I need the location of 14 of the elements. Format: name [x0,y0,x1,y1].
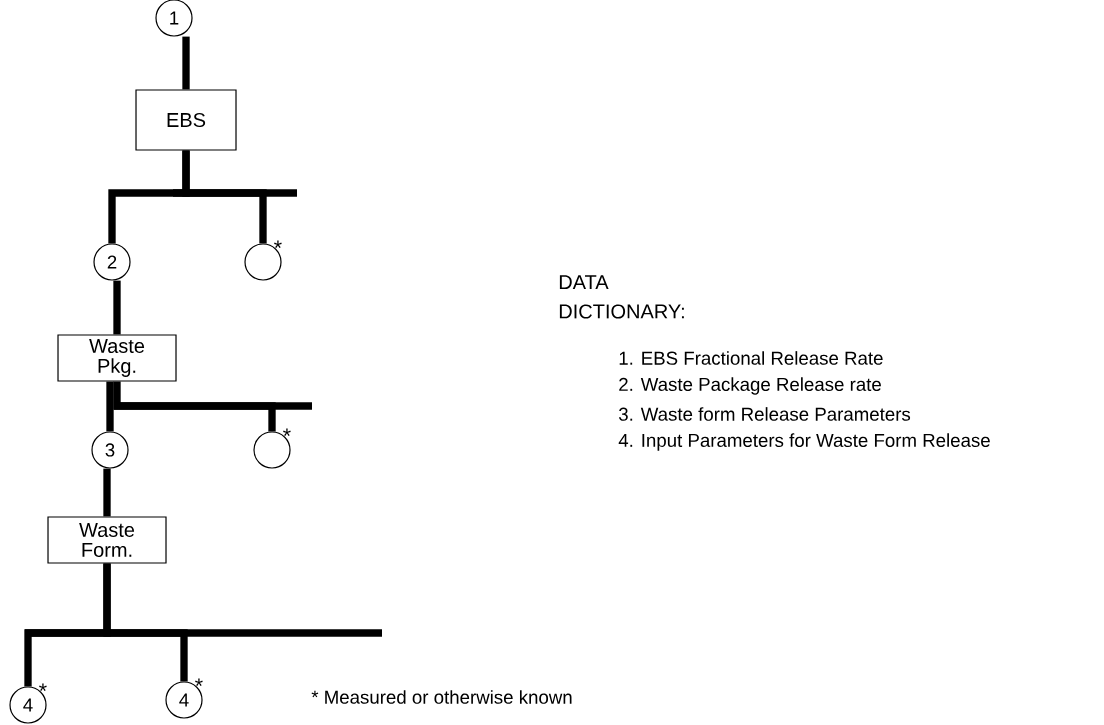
asterisk: * [283,428,291,437]
asterisk: * [274,240,282,249]
dictionary-entry: 2. Waste Package Release rate [619,377,881,395]
dictionary-entry: 1. EBS Fractional Release Rate [619,351,883,365]
asterisk: * [195,678,203,687]
asterisk: * [39,683,47,692]
dictionary-entry: 4. Input Parameters for Waste Form Release [618,433,990,451]
process-box: Waste Pkg. [57,334,177,382]
heading: DATA DICTIONARY: [559,275,684,319]
dictionary-entry: 3. Waste form Release Parameters [619,407,911,421]
process-box: EBS [135,89,237,151]
footnote: * Measured or otherwise known [311,690,572,704]
connector-line [106,381,114,432]
process-box: Waste Form. [47,516,167,564]
